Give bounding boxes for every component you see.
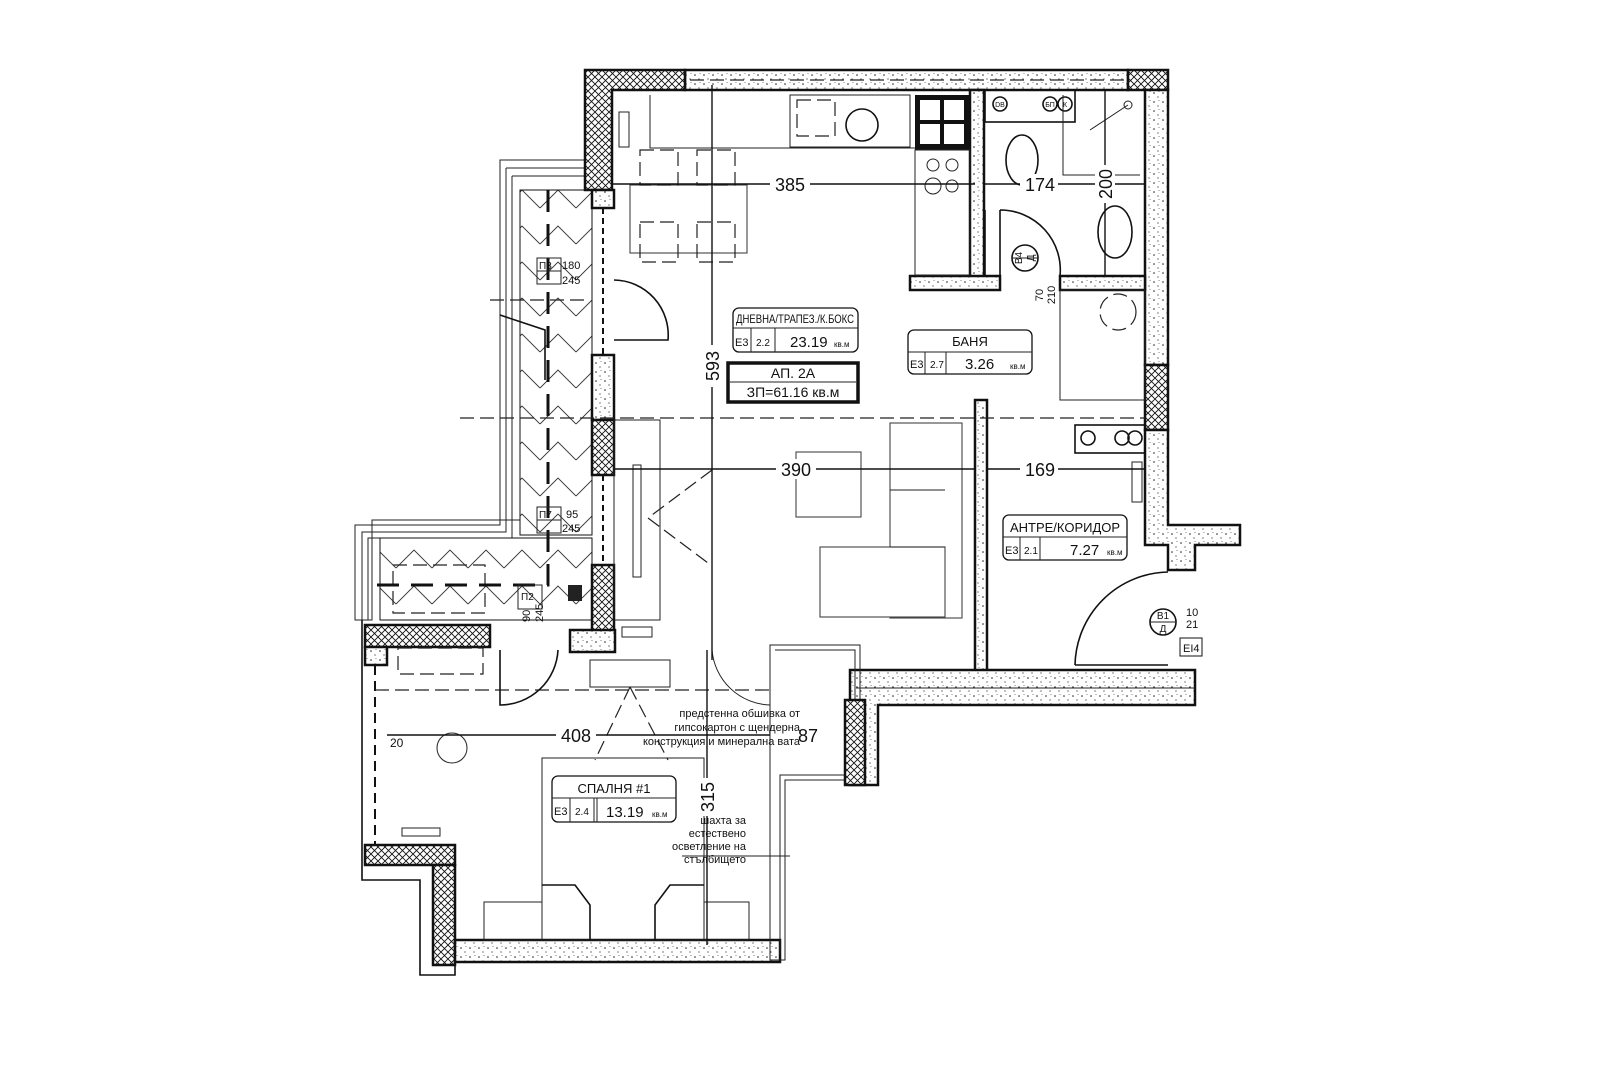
room-label-bedroom: СПАЛНЯ #1 Е3 2.4 13.19 кв.м (551, 775, 677, 823)
door-height: 210 (1046, 286, 1058, 304)
door-tag-bath: В4 Д 70 210 (1011, 244, 1058, 304)
door-tag-top: В1 (1157, 611, 1170, 622)
panel-label: БП (1045, 102, 1055, 109)
apartment-label: АП. 2А ЗП=61.16 кв.м (726, 361, 860, 404)
room-number: 2.1 (1024, 546, 1038, 557)
door-loggia (613, 279, 670, 341)
door-bedroom (499, 649, 559, 706)
axis-lines (375, 299, 1145, 691)
room-label-bath: БАНЯ Е3 2.7 3.26 кв.м (907, 329, 1033, 375)
boiler-panel (984, 89, 1076, 123)
note-line: осветление на (672, 841, 747, 853)
room-area: 13.19 (606, 804, 644, 821)
room-label-corridor: АНТРЕ/КОРИДОР Е3 2.1 7.27 кв.м (1002, 514, 1128, 561)
window-height: 245 (562, 523, 580, 535)
window-tag: П3 (539, 261, 552, 272)
dim-87: 87 (798, 726, 818, 746)
room-number: 2.2 (756, 338, 770, 349)
room-area: 23.19 (790, 334, 828, 351)
note-line: конструкция и минерална вата (643, 736, 801, 748)
room-number: 2.4 (575, 807, 589, 818)
room-unit: кв.м (652, 810, 667, 819)
note-line: гипсокартон с щендерна (674, 722, 800, 734)
dim-390: 390 (781, 460, 811, 480)
window-height: 245 (534, 604, 546, 622)
room-area: 3.26 (965, 356, 994, 373)
room-unit: кв.м (834, 340, 849, 349)
dim-200: 200 (1096, 169, 1116, 199)
window-width: 95 (566, 509, 578, 521)
room-name: АНТРЕ/КОРИДОР (1010, 520, 1120, 535)
room-label-living: ДНЕВНА/ТРАПЕЗ./К.БОКС Е3 2.2 23.19 кв.м (732, 307, 859, 353)
dimensions: 385 174 200 593 390 169 408 87 315 20 (387, 85, 1145, 945)
note-line: стълбището (684, 854, 746, 866)
room-unit: кв.м (1107, 548, 1122, 557)
window-width: 180 (562, 260, 580, 272)
window-tag: П2 (521, 592, 534, 603)
loggia (354, 159, 593, 621)
door-width: 70 (1034, 289, 1046, 301)
stove-icon (926, 158, 940, 172)
dim-174: 174 (1025, 175, 1055, 195)
doors (499, 209, 1169, 706)
dim-315: 315 (698, 782, 718, 812)
fire-rating: ЕI4 (1183, 643, 1200, 655)
window-width: 90 (521, 610, 533, 622)
dim-385: 385 (775, 175, 805, 195)
room-unit: кв.м (1010, 362, 1025, 371)
dim-593: 593 (703, 351, 723, 381)
window-tag: П7 (539, 510, 552, 521)
room-area: 7.27 (1070, 542, 1099, 559)
door-tag-bottom: Д (1026, 254, 1037, 261)
door-tag-bottom: Д (1160, 624, 1167, 635)
radiator-icon (618, 111, 630, 148)
washbasin-icon (1097, 205, 1133, 259)
fixture-labels: DB БП К (995, 102, 1068, 109)
window-height: 245 (562, 275, 580, 287)
note-line: естествено (689, 828, 746, 840)
washing-machine-icon (1099, 293, 1137, 331)
note-shaft: шахта за естествено осветление на стълби… (672, 815, 790, 866)
room-code: Е3 (1005, 545, 1018, 557)
apartment-area: ЗП=61.16 кв.м (747, 384, 840, 400)
door-entry (1074, 571, 1169, 666)
door-width: 10 (1186, 607, 1198, 619)
apartment-name: АП. 2А (771, 365, 816, 381)
window-tag-1: П3 180 245 (536, 257, 580, 287)
tv-icon (632, 464, 642, 578)
note-line: шахта за (700, 815, 746, 827)
door-tag-entry: В1 Д 10 21 ЕI4 (1149, 607, 1203, 657)
room-number: 2.7 (930, 360, 944, 371)
dim-408: 408 (561, 726, 591, 746)
furniture (397, 89, 1146, 941)
sink-icon (845, 108, 879, 142)
k-label: К (1063, 102, 1068, 109)
room-code: Е3 (910, 359, 923, 371)
door-height: 21 (1186, 619, 1198, 631)
note-line: предстенна обшивка от (679, 708, 800, 720)
dim-20: 20 (390, 736, 404, 750)
walls (361, 68, 1242, 976)
door-bath (984, 209, 1062, 277)
dim-169: 169 (1025, 460, 1055, 480)
room-code: Е3 (735, 337, 748, 349)
window-tag-2: П7 95 245 (536, 506, 580, 535)
bed (541, 757, 705, 941)
note-lining: предстенна обшивка от гипсокартон с щенд… (643, 708, 801, 748)
room-name: ДНЕВНА/ТРАПЕЗ./К.БОКС (736, 312, 854, 326)
room-code: Е3 (554, 806, 567, 818)
shower-icon (1123, 100, 1133, 110)
boiler-label: DB (995, 102, 1005, 109)
door-tag-top: В4 (1014, 251, 1025, 264)
room-name: БАНЯ (952, 334, 988, 349)
room-name: СПАЛНЯ #1 (577, 781, 650, 796)
window-tag-3: П2 90 245 (517, 584, 546, 622)
